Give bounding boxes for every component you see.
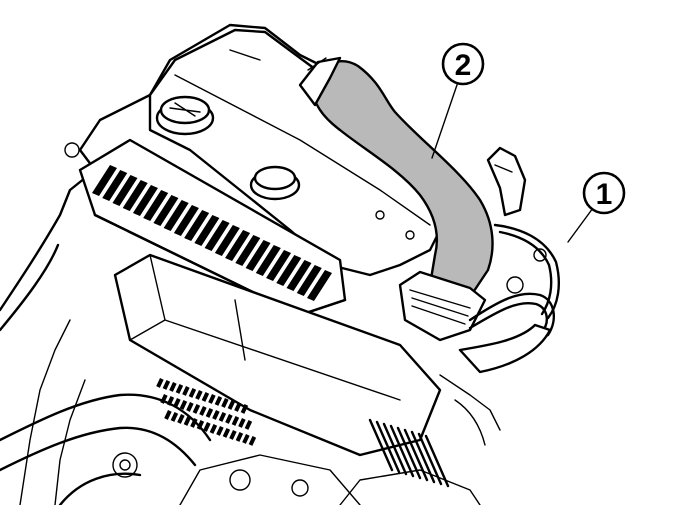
cooling-fin	[122, 180, 148, 211]
grille-slot	[173, 398, 181, 408]
cooling-fin	[153, 195, 179, 226]
grille-slot	[201, 392, 210, 402]
grille-slot	[166, 395, 175, 406]
grille-slot	[248, 435, 257, 446]
grille-slot	[229, 429, 237, 440]
hatch-line	[389, 424, 415, 478]
grille-slot	[242, 434, 250, 444]
grille-slot	[209, 424, 218, 434]
cooling-fin	[194, 215, 220, 246]
grille-slot	[218, 412, 227, 422]
cooling-fin	[204, 220, 230, 251]
cooling-fin	[276, 255, 302, 286]
cooling-fin	[184, 210, 210, 241]
callout-2-leader	[431, 81, 459, 159]
grille-slot	[192, 404, 201, 414]
grille-slot	[179, 400, 188, 410]
grille-slot	[221, 398, 229, 408]
grille-slot	[182, 385, 190, 396]
grille-slot	[240, 404, 249, 414]
grille-slot	[169, 382, 177, 392]
grille-slot	[212, 410, 220, 420]
callout-2: 2	[441, 42, 485, 86]
grille-slot	[222, 428, 231, 438]
grille-slot	[164, 410, 172, 420]
cooling-fin	[132, 185, 158, 216]
hatch-line	[417, 432, 443, 486]
grille-slot	[244, 420, 253, 430]
cooling-fin	[245, 240, 271, 271]
hatch-line	[375, 420, 401, 474]
grille-slot	[188, 388, 197, 398]
grille-slot	[208, 394, 216, 404]
hatch-line	[424, 434, 450, 488]
finned-cover	[78, 138, 347, 317]
cooling-fin	[112, 175, 138, 206]
engine-block	[0, 23, 481, 505]
grille-slot	[170, 412, 179, 422]
grille-slot	[238, 418, 246, 428]
grille-slot	[183, 415, 192, 426]
grille-slot	[196, 420, 205, 430]
cooling-fin	[225, 230, 251, 261]
breather-pipe-1	[439, 146, 560, 446]
grille-slot	[203, 422, 211, 432]
intake-housing	[113, 253, 450, 488]
cooling-fin	[173, 205, 199, 236]
valve-cover	[64, 28, 447, 277]
callout-1-label: 1	[596, 178, 613, 211]
grille-slot	[186, 401, 194, 412]
grille-slot	[156, 378, 164, 388]
grille-slot	[227, 400, 236, 410]
hatch-line	[382, 422, 408, 476]
hatch-line	[396, 426, 422, 480]
grille-slot	[214, 395, 223, 406]
grille-slot	[216, 425, 224, 436]
cooling-fin	[214, 225, 240, 256]
grille-slot	[177, 414, 185, 424]
grille-slot	[162, 380, 171, 390]
grille-slot	[195, 390, 203, 400]
cooling-fin	[255, 245, 281, 276]
grille-slot	[205, 408, 214, 418]
hatch-line	[403, 428, 429, 482]
cooling-fin	[163, 200, 189, 231]
grille-slot	[199, 405, 207, 416]
grille-slot	[231, 415, 240, 426]
cooling-fin	[92, 165, 117, 196]
callout-1: 1	[582, 171, 626, 215]
grille-slot	[225, 414, 233, 424]
cooling-fin	[266, 250, 292, 281]
cooling-fin	[102, 170, 128, 201]
cooling-fin	[296, 265, 322, 296]
callout-2-label: 2	[455, 49, 472, 82]
callout-1-leader	[567, 207, 594, 243]
cooling-fin	[235, 235, 261, 266]
grille-slot	[160, 394, 168, 404]
grille-slot	[175, 384, 184, 394]
hatch-line	[368, 418, 394, 472]
hatch-line	[410, 430, 436, 484]
grille-slot	[235, 431, 244, 442]
air-hose-2	[298, 56, 494, 342]
cooling-fin	[286, 260, 312, 291]
cooling-fin	[143, 190, 169, 221]
grille-slot	[190, 418, 198, 428]
grille-slot	[234, 402, 242, 412]
cooling-fin	[307, 270, 332, 301]
